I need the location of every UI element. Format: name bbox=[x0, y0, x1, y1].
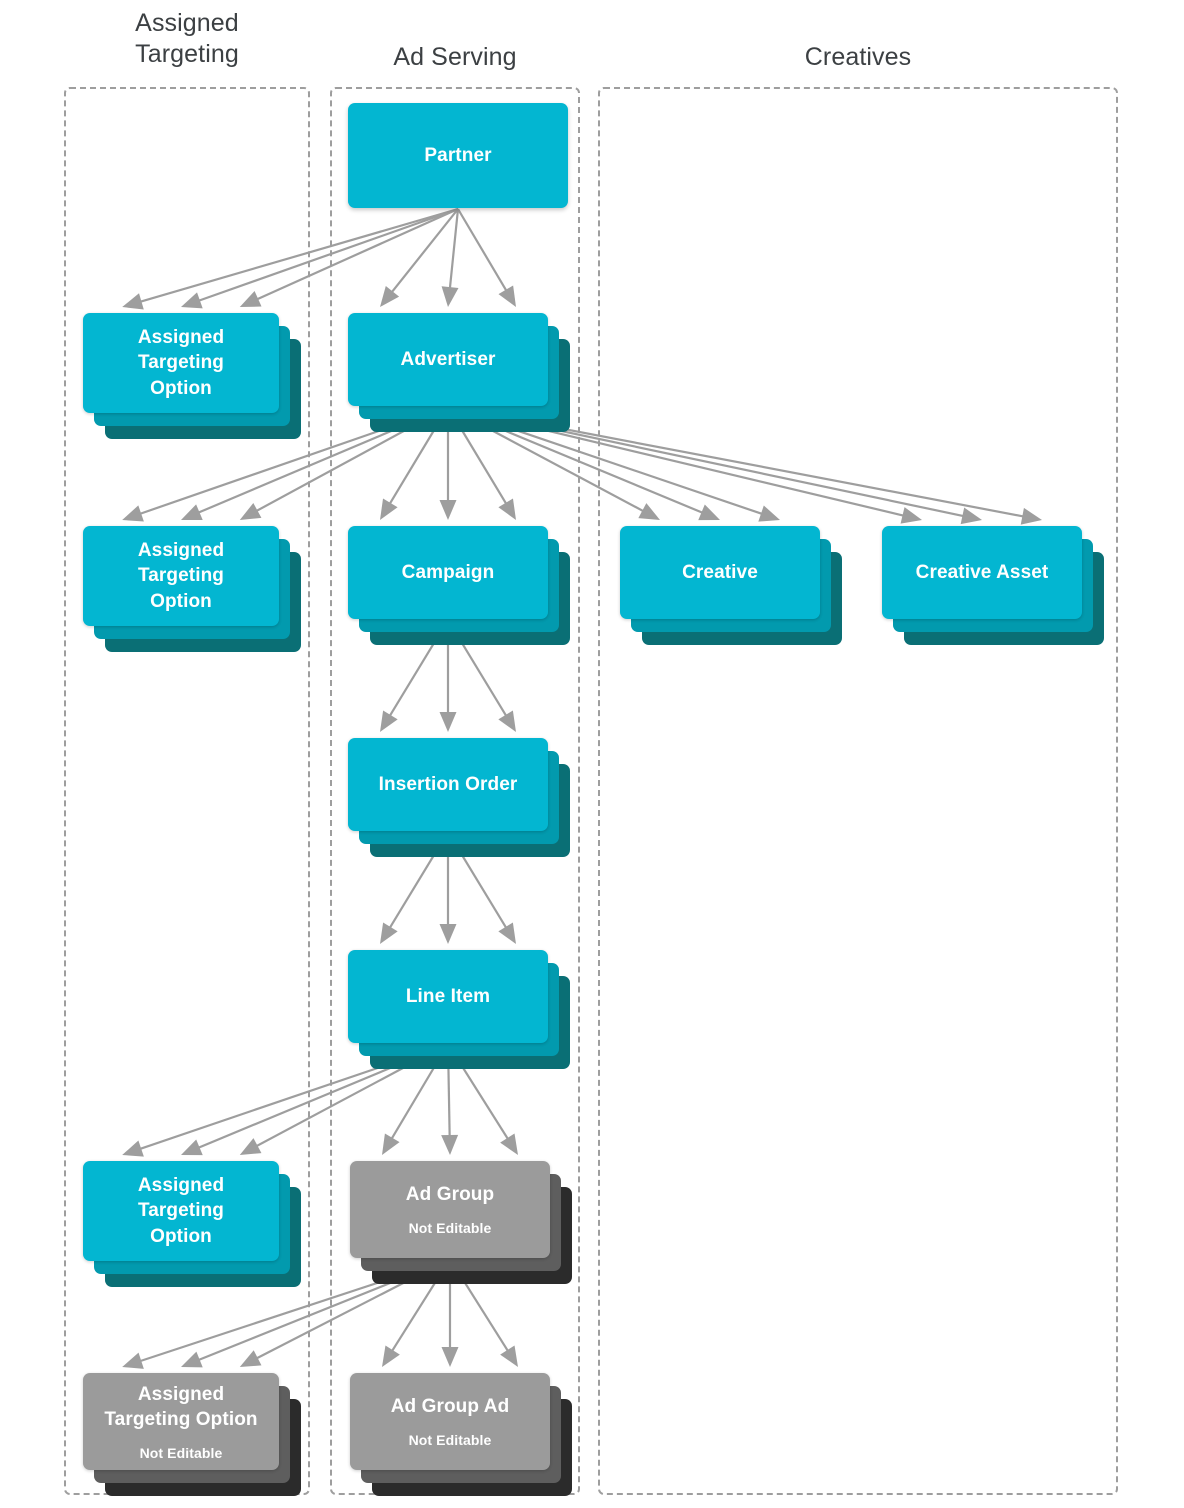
node-label-insertion-order: Insertion Order bbox=[378, 773, 518, 795]
node-card-ato-advertiser[interactable]: Assigned Targeting Option bbox=[83, 526, 279, 626]
node-badge-not-editable-ato-ad-group: Not Editable bbox=[139, 1444, 223, 1461]
node-card-campaign[interactable]: Campaign bbox=[348, 526, 548, 619]
node-card-insertion-order[interactable]: Insertion Order bbox=[348, 738, 548, 831]
header-ad-serving: Ad Serving bbox=[393, 43, 517, 71]
node-card-advertiser[interactable]: Advertiser bbox=[348, 313, 548, 406]
node-card-ad-group-ad[interactable]: Ad Group Ad Not Editable bbox=[350, 1373, 550, 1470]
node-ato-partner[interactable]: Assigned Targeting Option bbox=[83, 313, 301, 439]
node-card-ato-line-item[interactable]: Assigned Targeting Option bbox=[83, 1161, 279, 1261]
node-label-creative: Creative bbox=[682, 561, 758, 583]
node-line-item[interactable]: Line Item bbox=[348, 950, 570, 1069]
node-label-campaign: Campaign bbox=[401, 561, 495, 583]
node-card-line-item[interactable]: Line Item bbox=[348, 950, 548, 1043]
node-label-creative-asset: Creative Asset bbox=[915, 561, 1049, 583]
header-assigned-targeting: Assigned Targeting bbox=[135, 9, 239, 68]
node-label-advertiser: Advertiser bbox=[400, 348, 496, 370]
node-ato-advertiser[interactable]: Assigned Targeting Option bbox=[83, 526, 301, 652]
node-insertion-order[interactable]: Insertion Order bbox=[348, 738, 570, 857]
node-card-creative[interactable]: Creative bbox=[620, 526, 820, 619]
node-label-ad-group-ad: Ad Group Ad bbox=[390, 1396, 510, 1418]
node-campaign[interactable]: Campaign bbox=[348, 526, 570, 645]
node-label-ato-ad-group: Assigned Targeting Option bbox=[104, 1383, 258, 1430]
node-card-partner[interactable]: Partner bbox=[348, 103, 568, 208]
node-card-creative-asset[interactable]: Creative Asset bbox=[882, 526, 1082, 619]
node-badge-not-editable-ad-group-ad: Not Editable bbox=[408, 1432, 492, 1449]
node-ad-group-ad[interactable]: Ad Group Ad Not Editable bbox=[350, 1373, 572, 1496]
node-creative-asset[interactable]: Creative Asset bbox=[882, 526, 1104, 645]
node-label-line-item: Line Item bbox=[405, 985, 491, 1007]
node-label-ato-advertiser: Assigned Targeting Option bbox=[137, 540, 225, 612]
node-label-ato-line-item: Assigned Targeting Option bbox=[137, 1175, 225, 1247]
node-label-partner: Partner bbox=[424, 144, 492, 166]
node-label-ato-partner: Assigned Targeting Option bbox=[137, 327, 225, 399]
node-partner[interactable]: Partner bbox=[348, 103, 568, 208]
node-ato-line-item[interactable]: Assigned Targeting Option bbox=[83, 1161, 301, 1287]
node-advertiser[interactable]: Advertiser bbox=[348, 313, 570, 432]
node-card-ato-partner[interactable]: Assigned Targeting Option bbox=[83, 313, 279, 413]
node-badge-not-editable-ad-group: Not Editable bbox=[408, 1220, 492, 1237]
node-creative[interactable]: Creative bbox=[620, 526, 842, 645]
header-creatives: Creatives bbox=[804, 43, 912, 71]
group-frame-creatives bbox=[598, 87, 1118, 1495]
node-label-ad-group: Ad Group bbox=[405, 1184, 495, 1206]
